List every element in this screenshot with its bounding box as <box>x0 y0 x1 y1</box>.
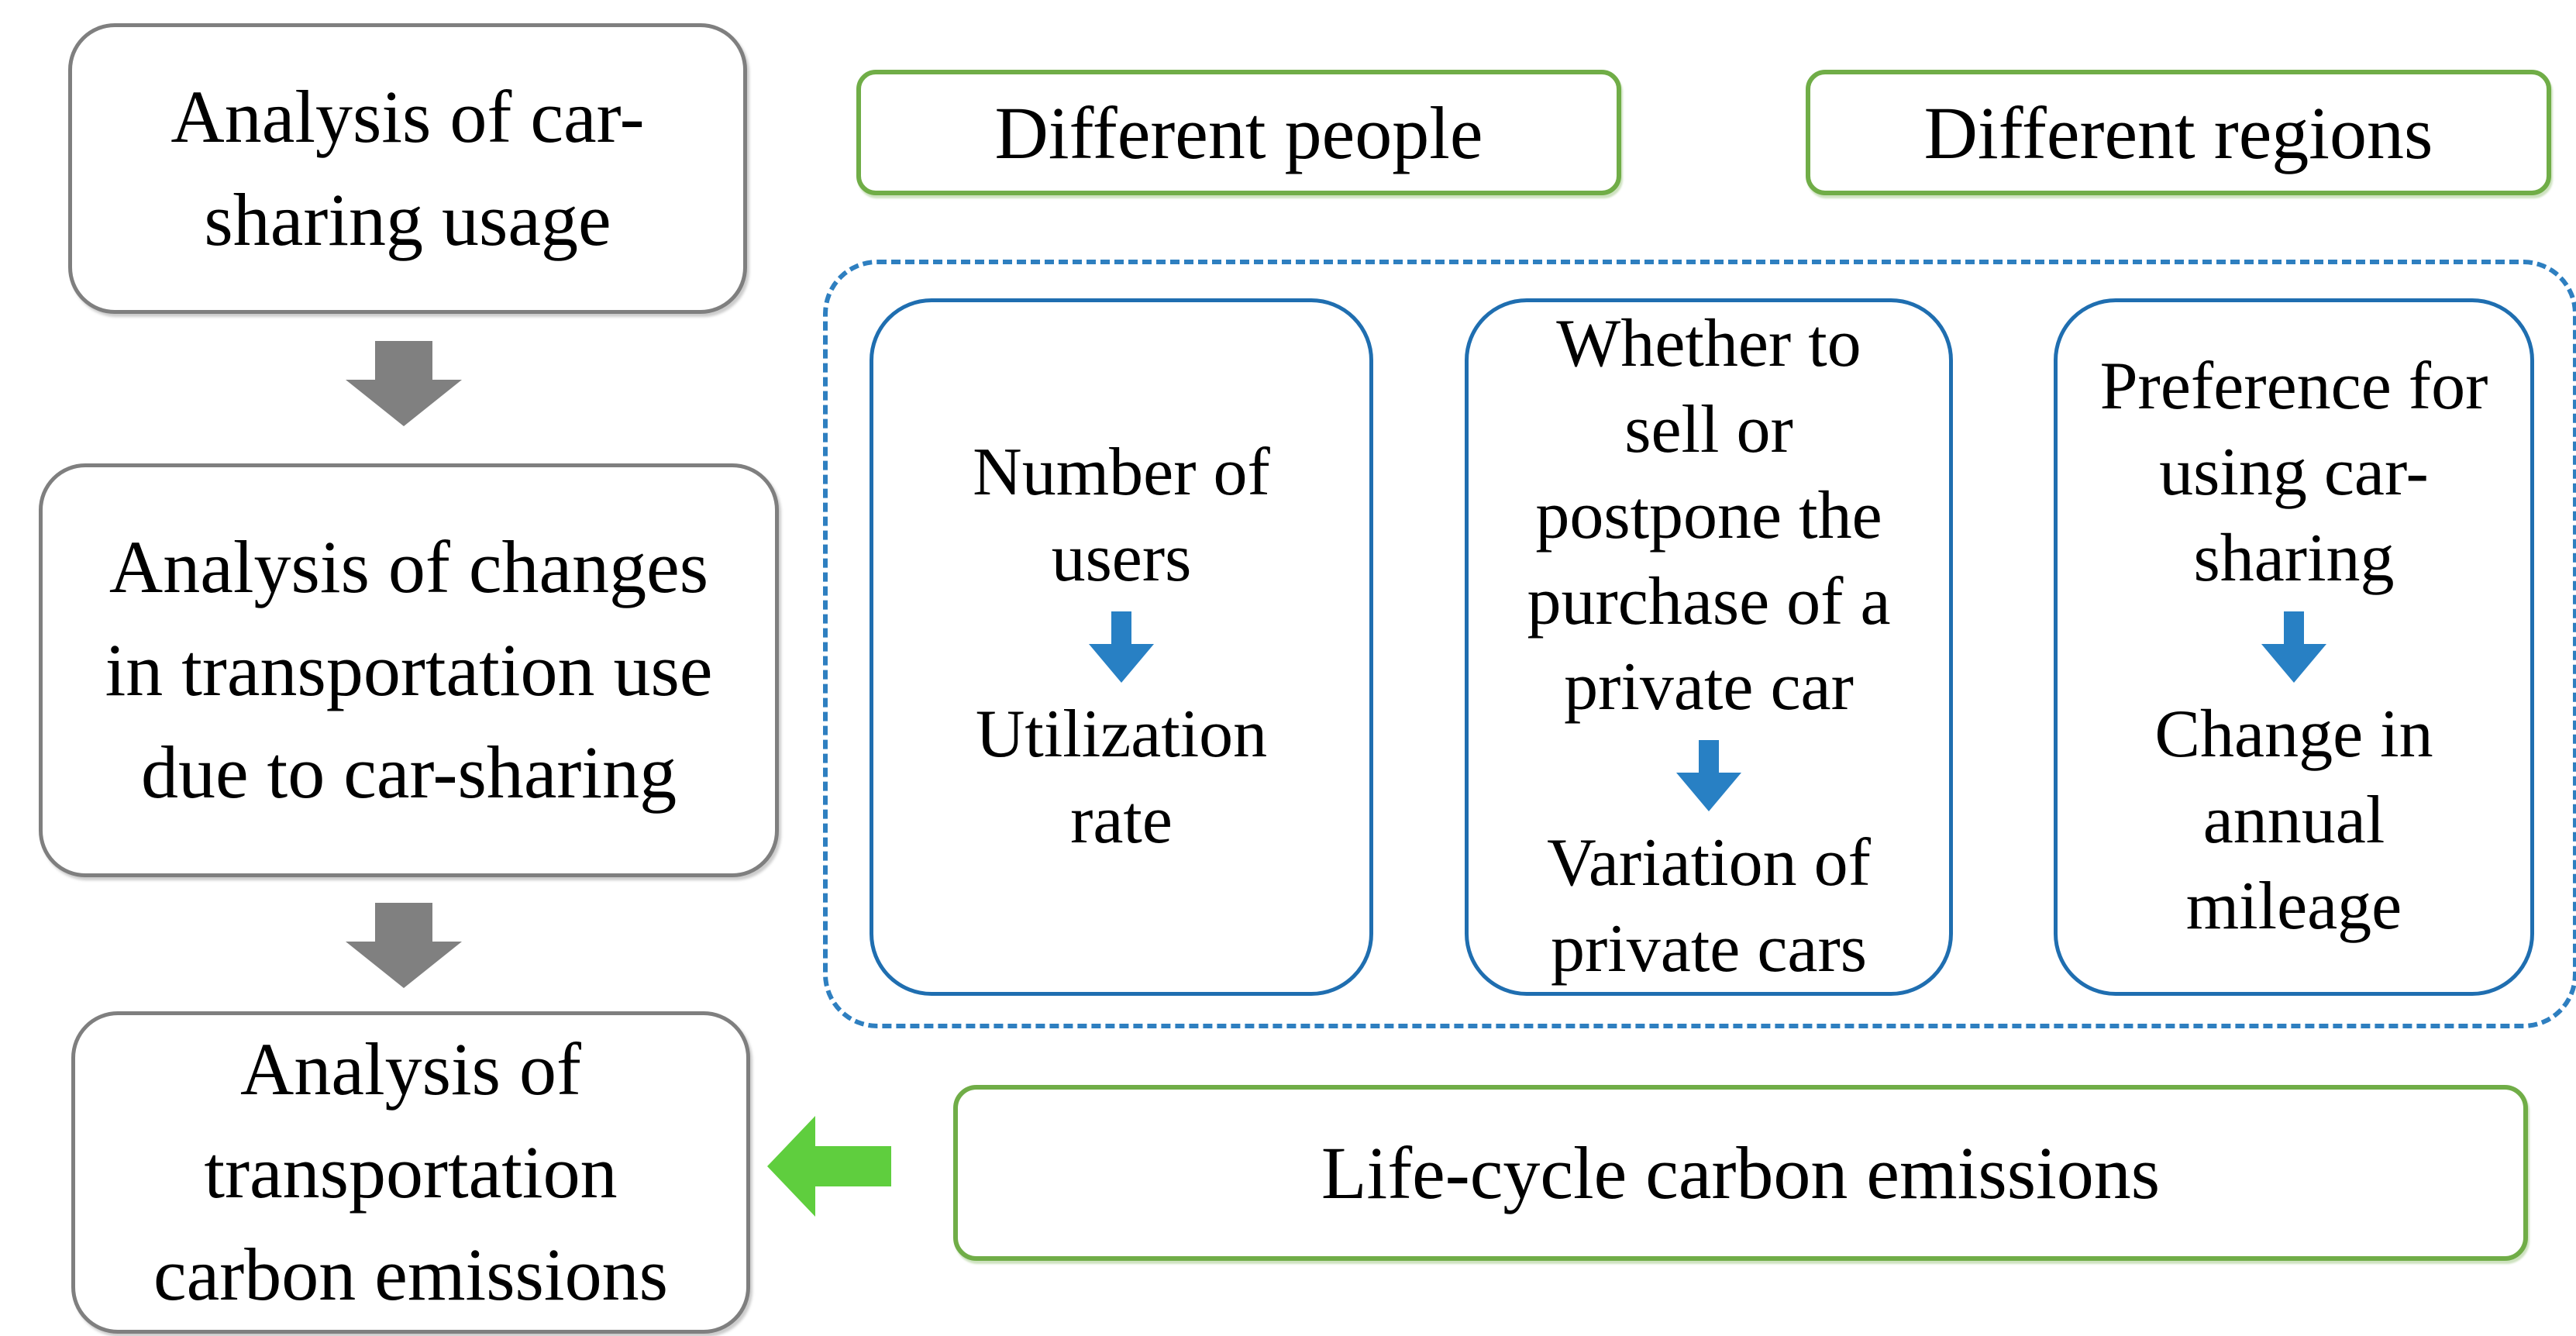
flow-box-car-sharing-usage: Analysis of car- sharing usage <box>68 23 747 314</box>
factors-dashed-container <box>823 260 2576 1028</box>
flow-box-carbon-emissions-analysis: Analysis of transportation carbon emissi… <box>71 1011 750 1334</box>
life-cycle-emissions-label: Life-cycle carbon emissions <box>1321 1131 2161 1214</box>
factor-cause-number-of-users: Number of users <box>973 435 1270 597</box>
factor-cause-sell-or-postpone: Whether to sell or postpone the purchase… <box>1527 305 1891 725</box>
blue-down-arrow-icon <box>1676 740 1741 812</box>
flow-box-transportation-changes-label: Analysis of changes in transportation us… <box>105 525 713 814</box>
header-box-different-people: Different people <box>856 70 1621 195</box>
factor-cause-preference: Preference for using car- sharing <box>2099 349 2488 597</box>
flow-box-carbon-emissions-analysis-label: Analysis of transportation carbon emissi… <box>153 1028 668 1317</box>
flow-box-transportation-changes: Analysis of changes in transportation us… <box>39 463 779 877</box>
blue-down-arrow-icon <box>2261 611 2326 683</box>
flow-box-car-sharing-usage-label: Analysis of car- sharing usage <box>170 75 645 261</box>
header-box-different-people-label: Different people <box>994 91 1483 174</box>
gray-down-arrow-icon <box>346 341 462 426</box>
factor-box-car-sharing-preference: Preference for using car- sharing Change… <box>2054 298 2534 996</box>
factor-effect-utilization-rate: Utilization rate <box>975 697 1268 858</box>
header-box-different-regions: Different regions <box>1806 70 2551 195</box>
blue-down-arrow-icon <box>1089 611 1154 683</box>
factor-effect-annual-mileage: Change in annual mileage <box>2154 697 2433 944</box>
header-box-different-regions-label: Different regions <box>1923 91 2433 174</box>
green-left-arrow-icon <box>767 1116 891 1217</box>
factor-effect-variation-private-cars: Variation of private cars <box>1547 825 1871 987</box>
gray-down-arrow-icon <box>346 903 462 988</box>
factor-box-private-car-decision: Whether to sell or postpone the purchase… <box>1465 298 1953 996</box>
factor-box-users: Number of users Utilization rate <box>870 298 1373 996</box>
life-cycle-emissions-box: Life-cycle carbon emissions <box>953 1085 2528 1261</box>
